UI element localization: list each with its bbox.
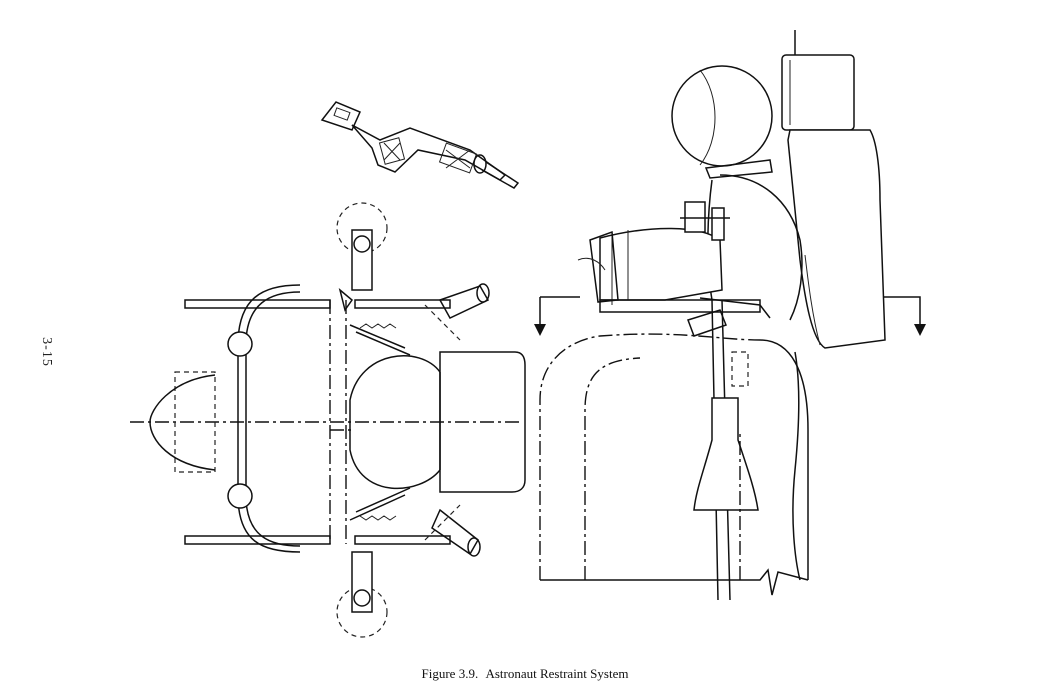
figure-caption: Figure 3.9. Astronaut Restraint System — [0, 666, 1050, 682]
restraint-belt-detail — [320, 101, 520, 189]
figure-title: Astronaut Restraint System — [485, 666, 629, 681]
figure-label: Figure 3.9. — [421, 666, 479, 681]
astronaut-side-view — [534, 30, 926, 601]
seat-top-view — [130, 202, 526, 638]
